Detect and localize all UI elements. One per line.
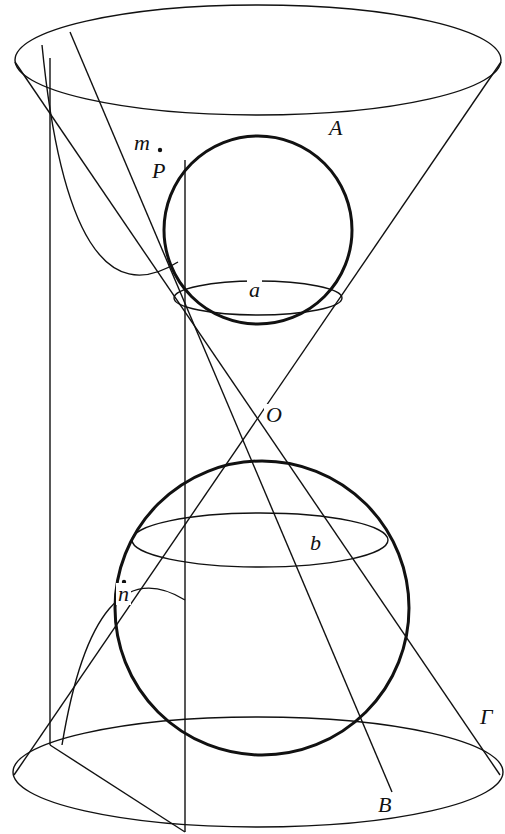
- point-label: b: [308, 532, 323, 554]
- contact-circle-b: [132, 513, 388, 567]
- point-label: P: [150, 160, 167, 182]
- lower-sphere: [115, 461, 409, 755]
- plane-line: [70, 32, 392, 792]
- cylinder-line: [49, 58, 50, 745]
- plane-line: [50, 745, 185, 832]
- point-label: n: [116, 583, 131, 605]
- cone-generator: [15, 62, 500, 775]
- cone-generator: [14, 62, 501, 775]
- hyperbola-branch: [42, 45, 178, 275]
- lower-rim: [13, 717, 503, 827]
- point-label: a: [247, 279, 262, 301]
- point-label: m: [132, 132, 152, 154]
- point-label: Γ: [478, 706, 495, 728]
- point-label: A: [327, 117, 344, 139]
- upper-sphere: [164, 136, 352, 324]
- upper-rim: [15, 5, 501, 115]
- point-label: O: [264, 404, 284, 426]
- point-label: B: [376, 794, 393, 816]
- point-dot: [158, 148, 162, 152]
